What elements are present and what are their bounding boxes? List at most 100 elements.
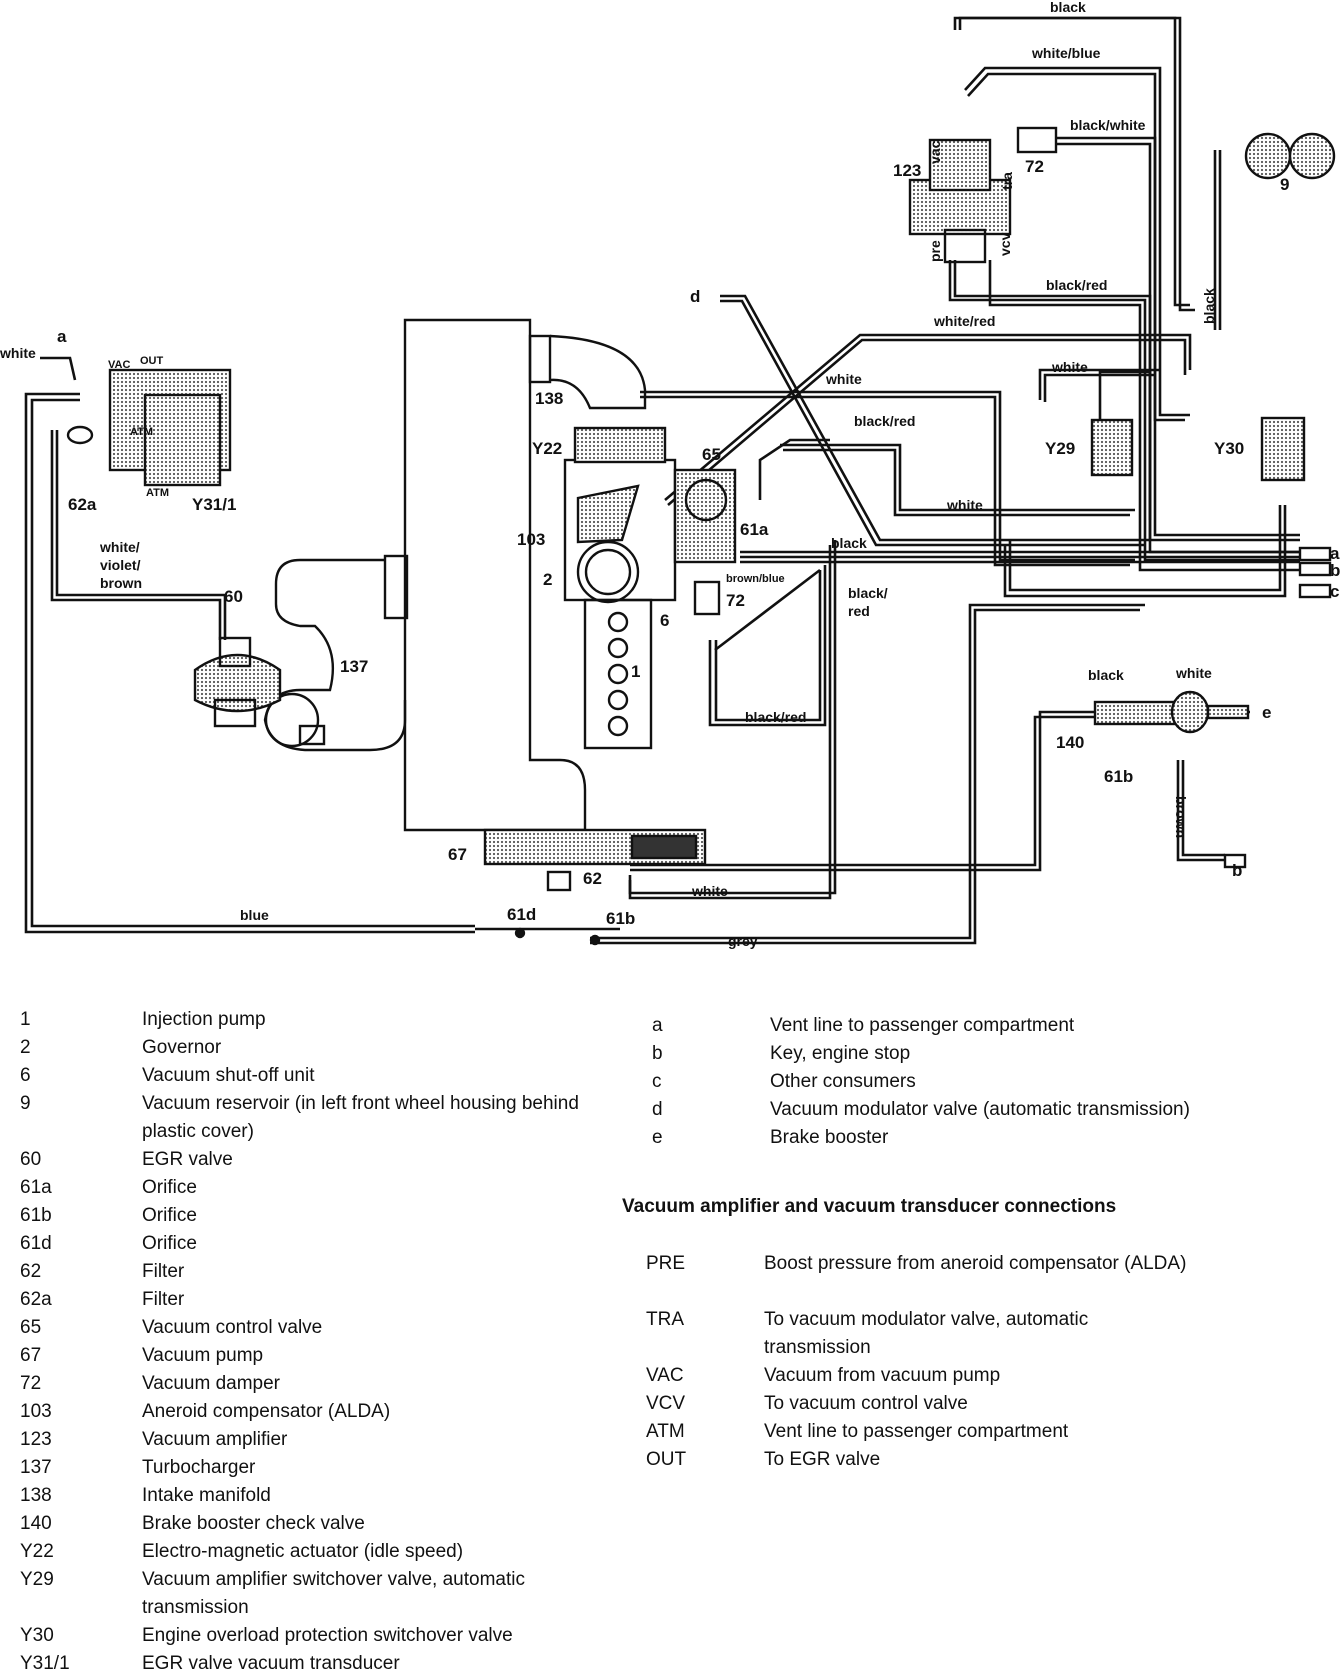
wire-labels: black white/blue black/white black/red w… xyxy=(0,0,1217,949)
legend-code: a xyxy=(652,1015,663,1036)
svg-text:Y31/1: Y31/1 xyxy=(192,495,236,514)
legend-row: TRA To vacuum modulator valve, automatic … xyxy=(646,1306,1326,1362)
legend-description: To EGR valve xyxy=(764,1449,881,1470)
legend-description: Other consumers xyxy=(770,1071,916,1092)
svg-text:6: 6 xyxy=(660,611,669,630)
vacuum-damper-72-low xyxy=(693,580,721,616)
svg-text:60: 60 xyxy=(224,587,243,606)
legend-description: Vacuum modulator valve (automatic transm… xyxy=(770,1099,1190,1120)
svg-text:2: 2 xyxy=(543,570,552,589)
svg-text:61b: 61b xyxy=(606,909,635,928)
legend-description: Key, engine stop xyxy=(770,1043,911,1064)
legend-code: e xyxy=(652,1127,663,1148)
svg-text:65: 65 xyxy=(702,445,721,464)
turbo-outlet xyxy=(264,692,320,748)
legend-code: 61a xyxy=(20,1177,52,1198)
switchover-valve-y29 xyxy=(1090,418,1134,477)
svg-text:Y29: Y29 xyxy=(1045,439,1075,458)
vacuum-lines xyxy=(24,16,1300,945)
svg-text:white: white xyxy=(1051,359,1088,375)
legend-description: Aneroid compensator (ALDA) xyxy=(142,1401,391,1422)
legend-code: Y22 xyxy=(20,1541,54,1562)
legend-code: 60 xyxy=(20,1149,42,1170)
legend-description: Vacuum damper xyxy=(142,1373,280,1394)
legend-description: Intake manifold xyxy=(142,1485,271,1506)
legend-code: d xyxy=(652,1099,663,1120)
svg-text:white: white xyxy=(0,345,36,361)
vacuum-control-valve-dial xyxy=(684,478,728,522)
svg-text:pre: pre xyxy=(927,240,943,262)
connections-heading: Vacuum amplifier and vacuum transducer c… xyxy=(622,1196,1117,1217)
legend-description: To vacuum modulator valve, automatic tra… xyxy=(764,1309,1089,1358)
svg-text:Y30: Y30 xyxy=(1214,439,1244,458)
filter-62a xyxy=(66,425,94,445)
svg-text:black/red: black/red xyxy=(745,709,806,725)
svg-text:67: 67 xyxy=(448,845,467,864)
turbo-base xyxy=(298,724,326,746)
intake-pipe xyxy=(549,334,647,410)
svg-text:black: black xyxy=(831,535,867,551)
legend-code: 140 xyxy=(20,1513,52,1534)
legend-description: Vent line to passenger compartment xyxy=(764,1421,1069,1442)
legend-description: EGR valve vacuum transducer xyxy=(142,1653,400,1674)
orifice-61d xyxy=(514,927,526,939)
legend-code: 103 xyxy=(20,1401,52,1422)
svg-text:d: d xyxy=(690,287,700,306)
vacuum-diagram: 123 72 9 d a 138 Y22 65 103 2 61a 72 6 1… xyxy=(0,0,1340,949)
svg-text:b: b xyxy=(1330,561,1340,580)
svg-text:brown: brown xyxy=(1173,796,1189,838)
legend-description: Orifice xyxy=(142,1205,197,1226)
legend-description: Brake booster check valve xyxy=(142,1513,365,1534)
svg-text:c: c xyxy=(1330,582,1339,601)
legend-code: 1 xyxy=(20,1009,31,1030)
legend-code: 61d xyxy=(20,1233,52,1254)
turbocharger-body xyxy=(263,558,407,752)
vacuum-control-valve xyxy=(673,468,737,564)
legend-code: ATM xyxy=(646,1421,685,1442)
legend-code: 137 xyxy=(20,1457,52,1478)
svg-text:123: 123 xyxy=(893,161,921,180)
legend-code: VAC xyxy=(646,1365,684,1386)
legend-description: Vacuum shut-off unit xyxy=(142,1065,315,1086)
brake-booster-check-valve xyxy=(1093,700,1177,726)
svg-text:white: white xyxy=(691,883,728,899)
turbo-flange xyxy=(383,554,409,620)
legend-code: OUT xyxy=(646,1449,687,1470)
legend-description: Vacuum amplifier switchover valve, autom… xyxy=(142,1569,525,1618)
aneroid-compensator xyxy=(576,484,640,544)
legend-row: 140 Brake booster check valve xyxy=(20,1510,620,1538)
svg-text:9: 9 xyxy=(1280,175,1289,194)
svg-text:62: 62 xyxy=(583,869,602,888)
legend-description: Vent line to passenger compartment xyxy=(770,1015,1075,1036)
svg-text:violet/: violet/ xyxy=(100,557,141,573)
legend-row: 103 Aneroid compensator (ALDA) xyxy=(20,1398,620,1426)
component-labels: 123 72 9 d a 138 Y22 65 103 2 61a 72 6 1… xyxy=(57,157,1340,928)
legend-code: Y29 xyxy=(20,1569,54,1590)
legend-description: Filter xyxy=(142,1289,185,1310)
svg-text:vac: vac xyxy=(927,140,943,164)
svg-text:b: b xyxy=(1232,861,1242,880)
legend-code: TRA xyxy=(646,1309,684,1330)
orifice-61b-bottom xyxy=(589,934,601,946)
svg-text:ATM: ATM xyxy=(130,426,153,438)
svg-text:140: 140 xyxy=(1056,733,1084,752)
svg-text:white: white xyxy=(946,497,983,513)
svg-text:grey: grey xyxy=(728,933,758,949)
legend-description: Vacuum control valve xyxy=(142,1317,323,1338)
svg-text:blue: blue xyxy=(240,907,269,923)
actuator-bellows xyxy=(573,426,667,464)
